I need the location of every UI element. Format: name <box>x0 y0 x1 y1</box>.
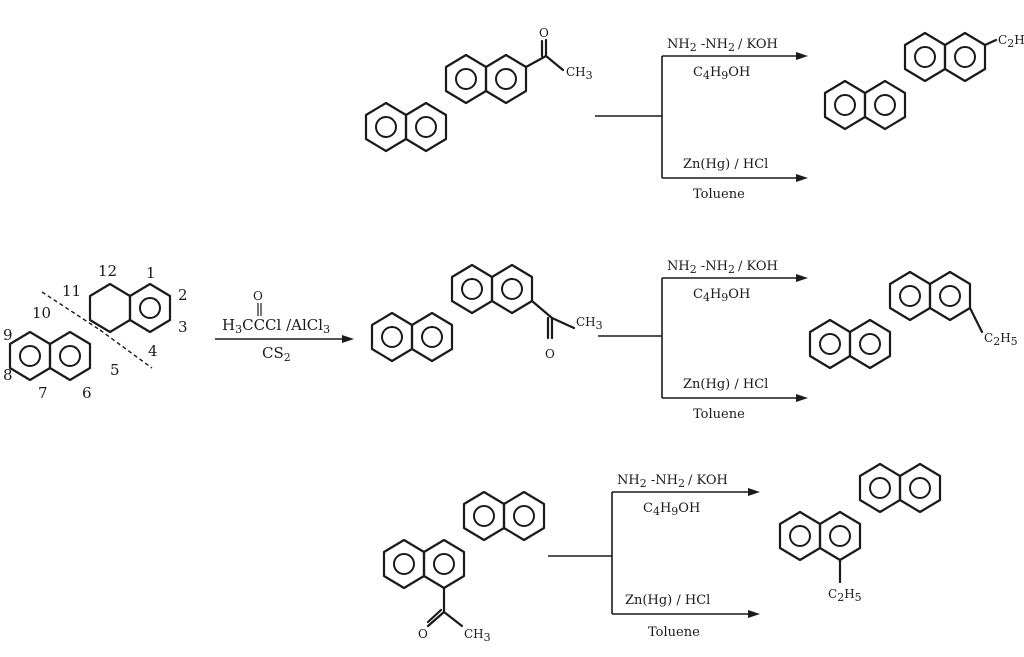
acetyl-methyl: CH3 <box>576 315 603 332</box>
ring-b <box>88 282 132 334</box>
ethyl-group: C2H5 <box>998 33 1024 50</box>
ring-d <box>8 330 52 382</box>
position-number: 12 <box>98 262 117 280</box>
wolff-kishner-reagent: NH2 -NH2/ KOH <box>667 37 778 54</box>
position-number: 9 <box>3 326 13 344</box>
acylation-solvent: CS2 <box>262 344 291 364</box>
reagent-carbonyl-oxygen: O <box>253 289 263 303</box>
product-3-ethylchrysene: C2H5 <box>808 270 1018 370</box>
position-number: 1 <box>146 264 156 282</box>
ring-c <box>48 330 92 382</box>
clemmensen-reagent: Zn(Hg) / HCl <box>625 593 710 608</box>
wolff-kishner-reagent: NH2 -NH2/ KOH <box>667 259 778 276</box>
ring-a <box>128 282 172 334</box>
position-number: 3 <box>178 318 188 336</box>
ethyl-group: C2H5 <box>828 587 862 604</box>
acylation-step: O H3CCCl /AlCl3 CS2 <box>215 289 354 364</box>
branch-arrows-row-3: NH2 -NH2/ KOH C4H9OH Zn(Hg) / HCl Toluen… <box>548 473 760 640</box>
clemmensen-reagent: Zn(Hg) / HCl <box>683 377 768 392</box>
position-number: 5 <box>110 361 120 379</box>
acetyl-oxygen: O <box>418 627 428 641</box>
wolff-kishner-solvent: C4H9OH <box>693 65 750 82</box>
acetyl-bond <box>524 54 565 72</box>
acetyl-methyl: CH3 <box>566 65 593 82</box>
wolff-kishner-solvent: C4H9OH <box>643 501 700 518</box>
position-number: 11 <box>62 282 81 300</box>
branch-arrows-row-2: NH2 -NH2/ KOH C4H9OH Zn(Hg) / HCl Toluen… <box>598 259 808 422</box>
aromatic-ring-marker <box>59 345 81 367</box>
product-2-ethylchrysene: C2H5 <box>823 31 1024 131</box>
position-number: 6 <box>82 384 92 402</box>
branch-arrows-row-1: NH2 -NH2/ KOH C4H9OH Zn(Hg) / HCl Toluen… <box>595 37 808 202</box>
aromatic-ring-marker <box>19 345 41 367</box>
clemmensen-solvent: Toluene <box>648 625 700 640</box>
wolff-kishner-solvent: C4H9OH <box>693 287 750 304</box>
aromatic-ring-marker <box>139 297 161 319</box>
acetyl-oxygen: O <box>545 347 555 361</box>
intermediate-2-acetylchrysene: O CH3 <box>364 26 593 153</box>
clemmensen-solvent: Toluene <box>693 187 745 202</box>
acetyl-methyl: CH3 <box>464 627 491 644</box>
cleavage-line <box>99 329 153 369</box>
ethyl-group: C2H5 <box>984 331 1018 348</box>
position-number: 8 <box>3 366 13 384</box>
wolff-kishner-reagent: NH2 -NH2/ KOH <box>617 473 728 490</box>
arrowhead <box>342 335 354 343</box>
acetyl-oxygen: O <box>539 26 549 40</box>
position-number: 2 <box>178 286 188 304</box>
starting-material-chrysene: 1 2 3 4 5 6 7 8 9 10 11 12 <box>3 262 188 402</box>
acylation-reagent: H3CCCl /AlCl3 <box>222 316 330 336</box>
clemmensen-solvent: Toluene <box>693 407 745 422</box>
position-number: 4 <box>148 342 158 360</box>
intermediate-6-acetylchrysene: O CH3 <box>382 490 546 644</box>
position-number: 10 <box>32 304 51 322</box>
clemmensen-reagent: Zn(Hg) / HCl <box>683 157 768 172</box>
intermediate-3-acetylchrysene: O CH3 <box>370 263 603 363</box>
position-number: 7 <box>38 384 48 402</box>
cleavage-line <box>41 291 101 331</box>
product-6-ethylchrysene: C2H5 <box>778 462 942 604</box>
